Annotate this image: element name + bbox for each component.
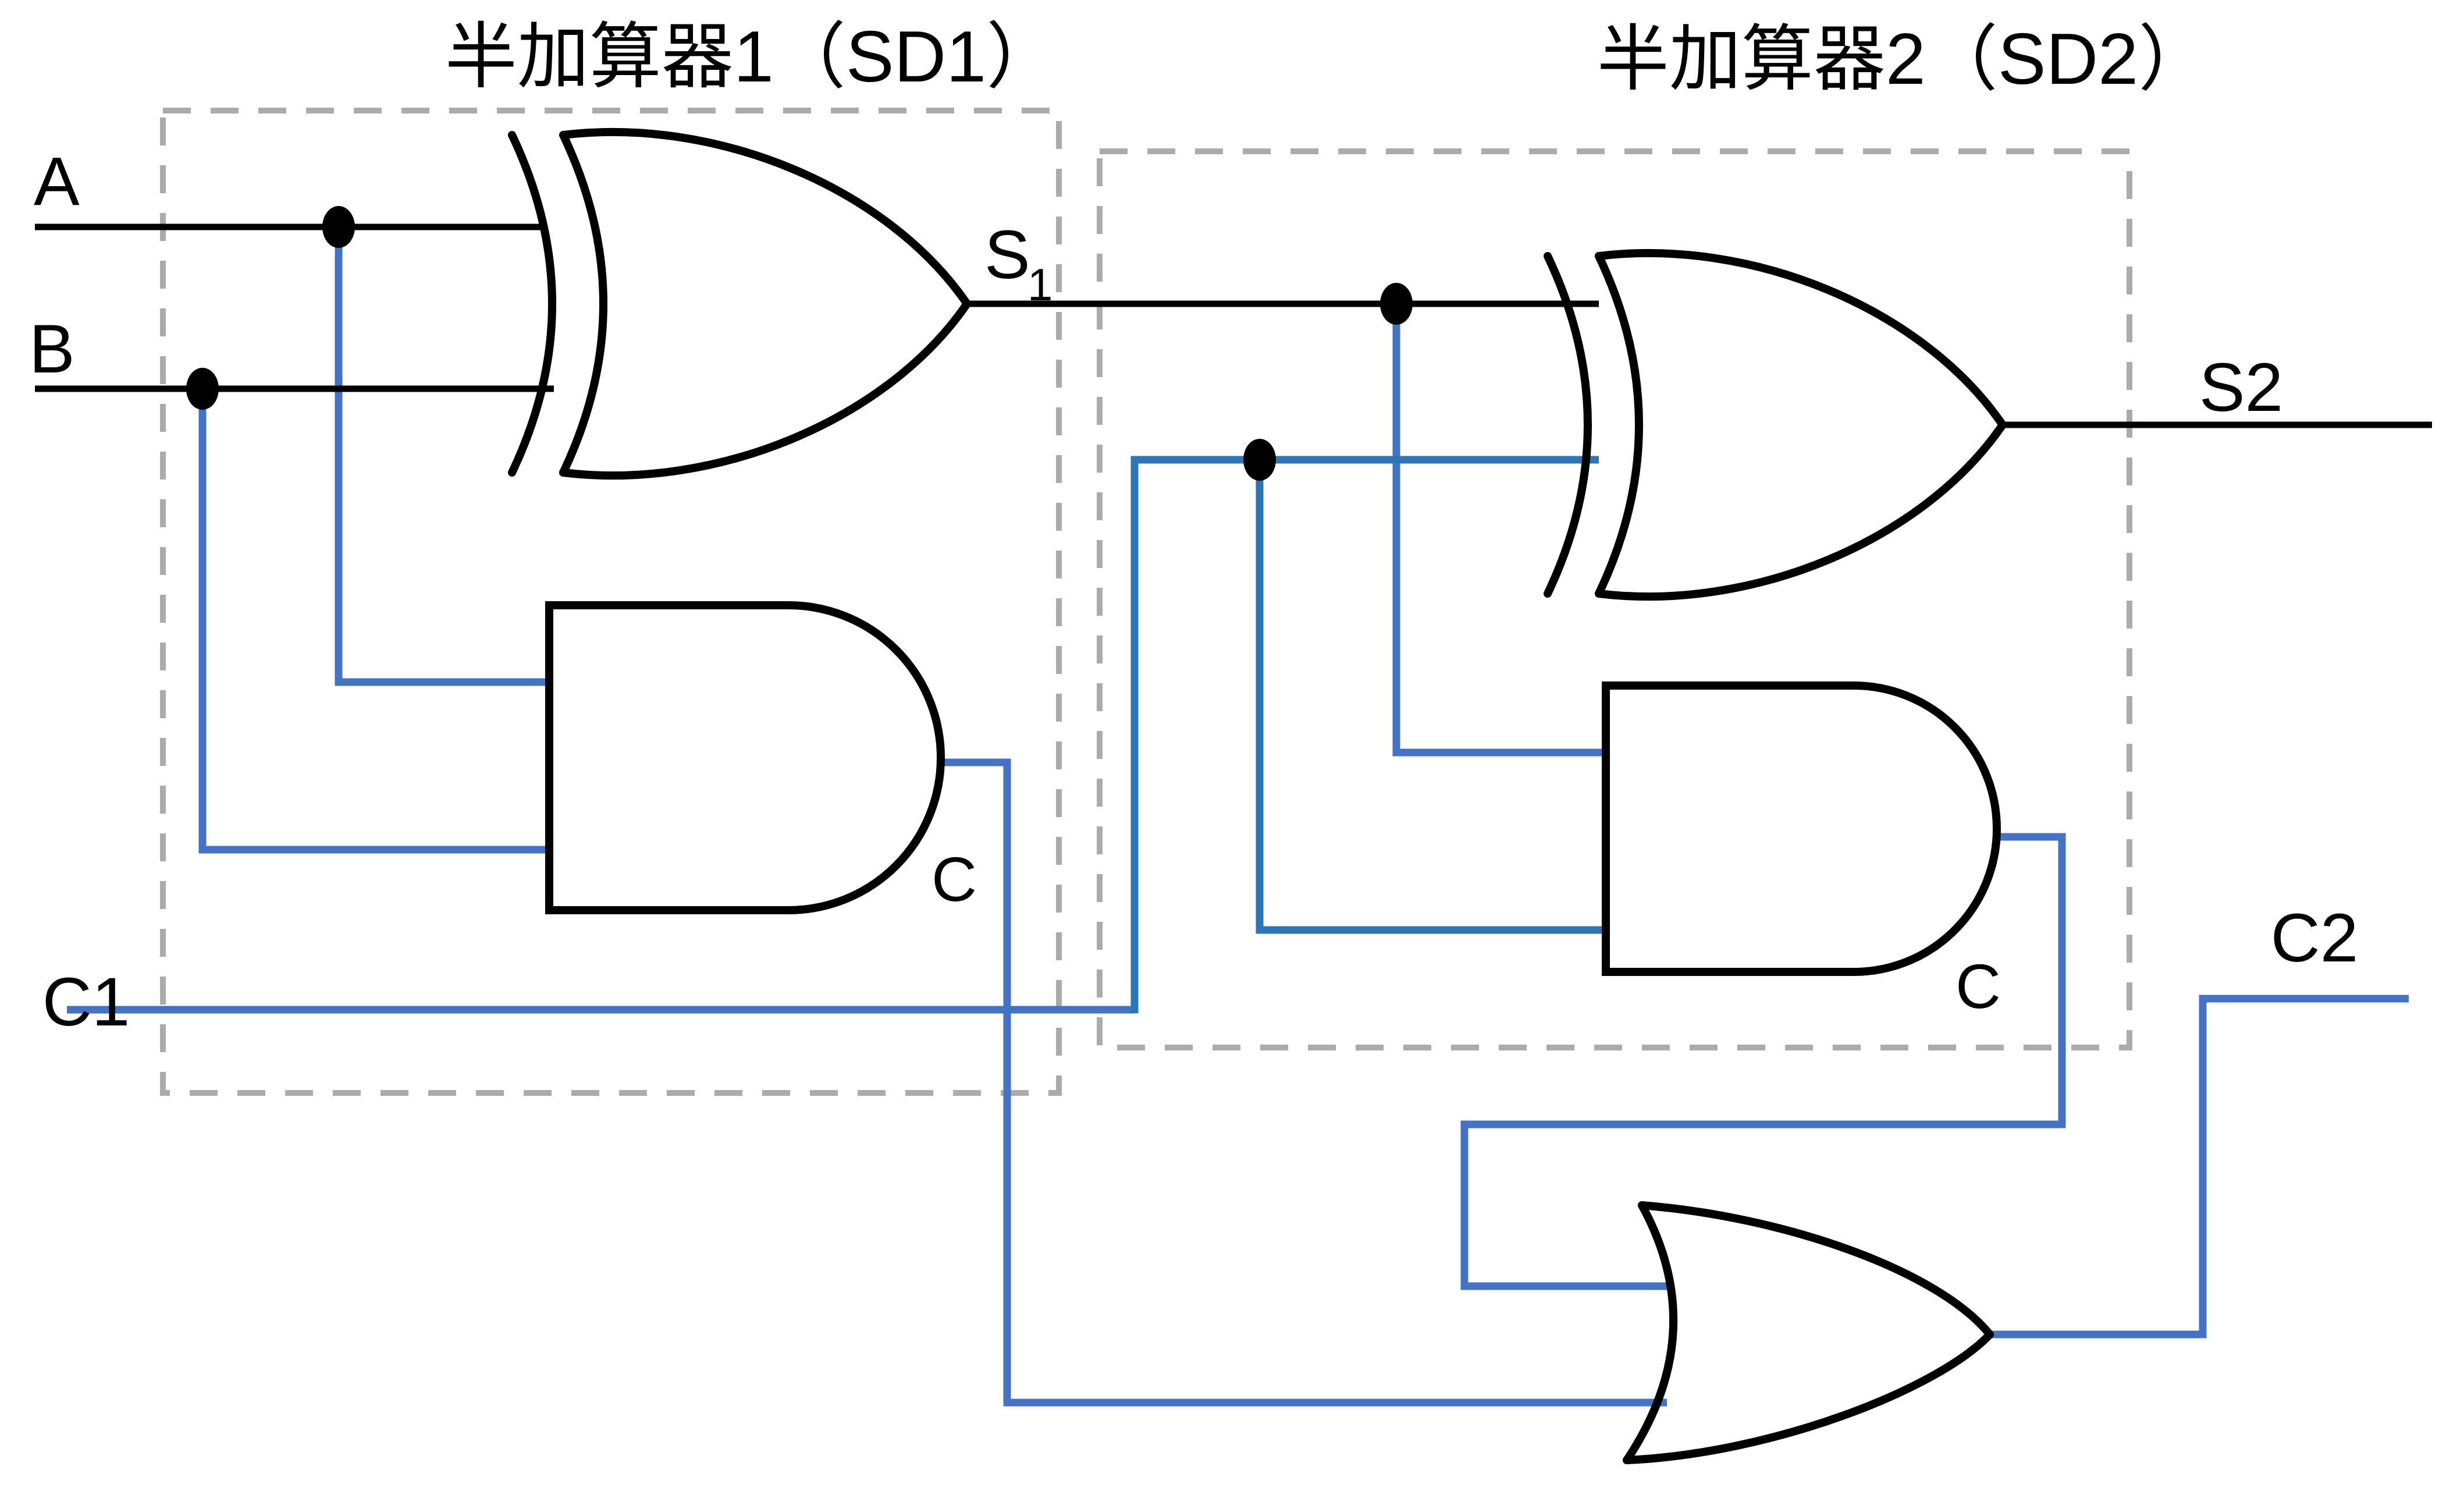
carry-label-and2: C <box>1955 951 2001 1021</box>
half-adder-2-dashed-box <box>1097 148 2132 1050</box>
and1-gate <box>545 601 945 914</box>
half-adder-1-dashed-box <box>160 108 1062 1096</box>
sum2-label: S2 <box>2199 349 2283 426</box>
half-adder-1-title: 半加算器1（SD1） <box>445 17 1058 97</box>
input-a-label: A <box>34 143 80 220</box>
wire-a-branch-to-and1 <box>335 227 552 686</box>
input-b-label: B <box>29 311 75 388</box>
wire-c1-branch-to-and2-lower-input <box>1256 460 1606 934</box>
xor1-bottom-edge <box>559 300 971 480</box>
xor2-input-arc <box>1595 252 1643 598</box>
xor1-top-edge <box>559 127 971 308</box>
junction-dot-b <box>186 368 219 410</box>
gate-outlines <box>508 127 2007 1464</box>
and2-gate <box>1602 681 2001 976</box>
wire-and1-output-to-or-lower-input <box>941 758 1667 1407</box>
carry-out-label: C2 <box>2271 900 2359 977</box>
wire-b-branch-to-and1 <box>198 389 552 854</box>
wire-c1-to-xor2-lower-input <box>1130 456 1599 1013</box>
half-adder-2-title: 半加算器2（SD2） <box>1597 19 2210 100</box>
or-bottom-edge <box>1623 1330 1994 1464</box>
carry-in-label: C1 <box>42 964 130 1041</box>
sum1-label: S <box>984 216 1030 293</box>
junction-dots <box>186 206 1413 481</box>
or-gate <box>1623 1201 1994 1464</box>
xor2-rear-arc <box>1544 252 1592 598</box>
black-wires <box>35 223 2432 428</box>
xor1-gate <box>508 127 971 480</box>
wire-or-output-to-c2 <box>1987 995 2409 1339</box>
blue-wires <box>67 227 2409 1407</box>
xor1-rear-arc <box>508 131 556 477</box>
or-top-edge <box>1638 1201 1994 1339</box>
sum1-subscript-label: 1 <box>1027 259 1053 310</box>
junction-dot-s1 <box>1380 283 1413 325</box>
junction-dot-c1-branch <box>1243 439 1276 481</box>
junction-dot-a <box>322 206 355 248</box>
xor1-input-arc <box>559 131 607 477</box>
or-input-arc <box>1623 1201 1678 1464</box>
xor2-gate <box>1544 249 2007 601</box>
bright-blue-wires <box>1130 456 1606 1013</box>
wire-and2-output-to-or-upper-input <box>1460 833 2066 1290</box>
xor2-top-edge <box>1595 249 2007 429</box>
xor2-bottom-edge <box>1595 421 2007 601</box>
wire-s1-branch-to-and2 <box>1392 304 1606 757</box>
carry-label-and1: C <box>931 844 977 914</box>
half-adder-boxes <box>160 108 2132 1096</box>
